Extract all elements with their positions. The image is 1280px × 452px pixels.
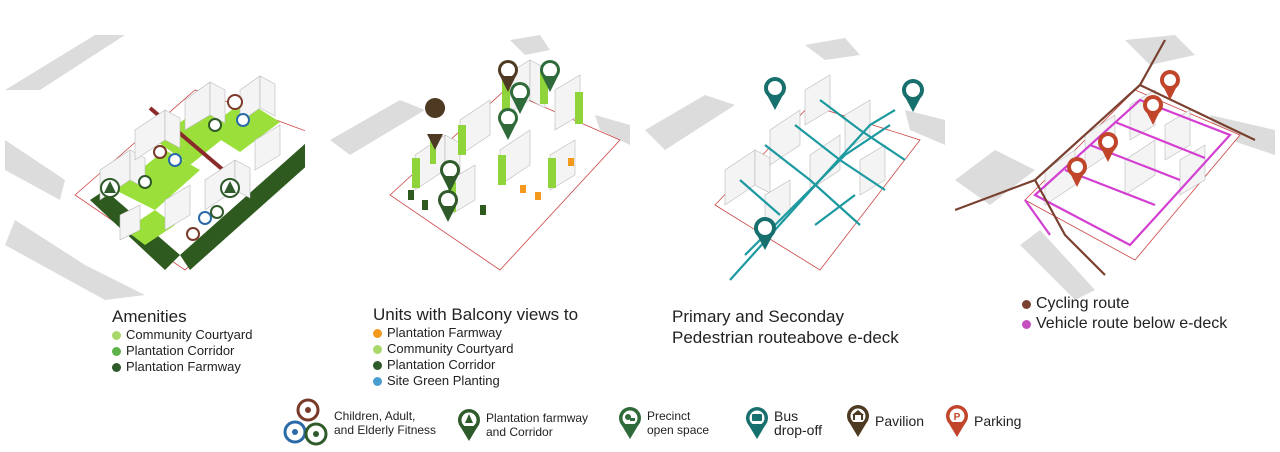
key-label: drop-off: [774, 423, 822, 437]
amenities-legend: Amenities Community Courtyard Plantation…: [112, 306, 252, 375]
key-item-pavilion: Pavilion: [845, 404, 924, 438]
legend-item: Plantation Corridor: [373, 357, 578, 373]
legend-item: Community Courtyard: [112, 327, 252, 343]
legend-swatch: [373, 377, 382, 386]
fitness-icon: [211, 206, 223, 218]
balcony-legend: Units with Balcony views to Plantation F…: [373, 304, 578, 389]
road: [5, 35, 125, 90]
legend-item: Plantation Corridor: [112, 343, 252, 359]
legend-title: Primary and Seconday: [672, 306, 899, 327]
legend-swatch: [373, 345, 382, 354]
fitness-icon: [154, 146, 166, 158]
key-label: open space: [647, 423, 709, 437]
bus-pin-icon: [744, 406, 770, 440]
balcony-site-drawing: [330, 30, 630, 300]
key-item-parking: P Parking: [944, 404, 1021, 438]
legend-item: Plantation Farmway: [112, 359, 252, 375]
road: [805, 38, 860, 60]
key-item-open-space: Precinct open space: [617, 406, 709, 440]
key-item-bus: Bus drop-off: [744, 406, 822, 440]
legend-swatch: [112, 347, 121, 356]
routes-legend: Cycling route Vehicle route below e-deck: [1022, 294, 1227, 334]
road: [1020, 230, 1095, 300]
fitness-icon: [237, 114, 249, 126]
pedestrian-route-diagram: [645, 30, 945, 300]
svg-text:P: P: [954, 412, 961, 423]
bus-pin-icon: [764, 77, 786, 110]
legend-item: Plantation Farmway: [373, 325, 578, 341]
fitness-icon: [228, 95, 242, 109]
legend-item: Cycling route: [1022, 294, 1227, 314]
fitness-icon: [209, 119, 221, 131]
amenities-diagram: [5, 30, 305, 300]
road: [330, 100, 425, 155]
key-item-fitness: Children, Adult, and Elderly Fitness: [282, 398, 436, 448]
legend-swatch: [112, 363, 121, 372]
fitness-icon: [199, 212, 211, 224]
key-label: Precinct: [647, 409, 709, 423]
open-space-pin-icon: [617, 406, 643, 440]
cycling-vehicle-route-diagram: [955, 30, 1255, 300]
fitness-icon: [282, 398, 330, 448]
legend-swatch: [373, 329, 382, 338]
tree-pin-icon: [456, 408, 482, 442]
legend-item: Community Courtyard: [373, 341, 578, 357]
key-label: Children, Adult,: [334, 409, 436, 423]
key-label: Pavilion: [875, 414, 924, 428]
legend-title: Amenities: [112, 306, 252, 327]
parking-pin-icon: P: [944, 404, 970, 438]
pedestrian-site-drawing: [645, 30, 945, 300]
key-label: Parking: [974, 414, 1021, 428]
balcony-views-diagram: [330, 30, 630, 300]
road: [510, 35, 550, 55]
amenities-site-drawing: [5, 30, 305, 300]
legend-title: Units with Balcony views to: [373, 304, 578, 325]
road: [5, 140, 65, 200]
key-label: Bus: [774, 409, 822, 423]
key-label: and Elderly Fitness: [334, 423, 436, 437]
fitness-icon: [187, 228, 199, 240]
road: [645, 95, 735, 150]
fitness-icon: [139, 176, 151, 188]
icon-key: Children, Adult, and Elderly Fitness Pla…: [0, 398, 1280, 450]
legend-title: Pedestrian routeabove e-deck: [672, 327, 899, 348]
key-item-plantation: Plantation farmway and Corridor: [456, 408, 588, 442]
key-label: Plantation farmway: [486, 411, 588, 425]
fitness-icon: [169, 154, 181, 166]
legend-swatch: [112, 331, 121, 340]
road: [955, 150, 1035, 205]
legend-swatch: [373, 361, 382, 370]
legend-item: Vehicle route below e-deck: [1022, 314, 1227, 334]
pavilion-pin-icon: [845, 404, 871, 438]
pedestrian-legend: Primary and Seconday Pedestrian routeabo…: [672, 306, 899, 348]
legend-item: Site Green Planting: [373, 373, 578, 389]
bus-pin-icon: [754, 217, 776, 250]
legend-swatch: [1022, 320, 1031, 329]
key-label: and Corridor: [486, 425, 588, 439]
legend-swatch: [1022, 300, 1031, 309]
routes-site-drawing: [955, 30, 1275, 300]
bus-pin-icon: [902, 79, 924, 112]
